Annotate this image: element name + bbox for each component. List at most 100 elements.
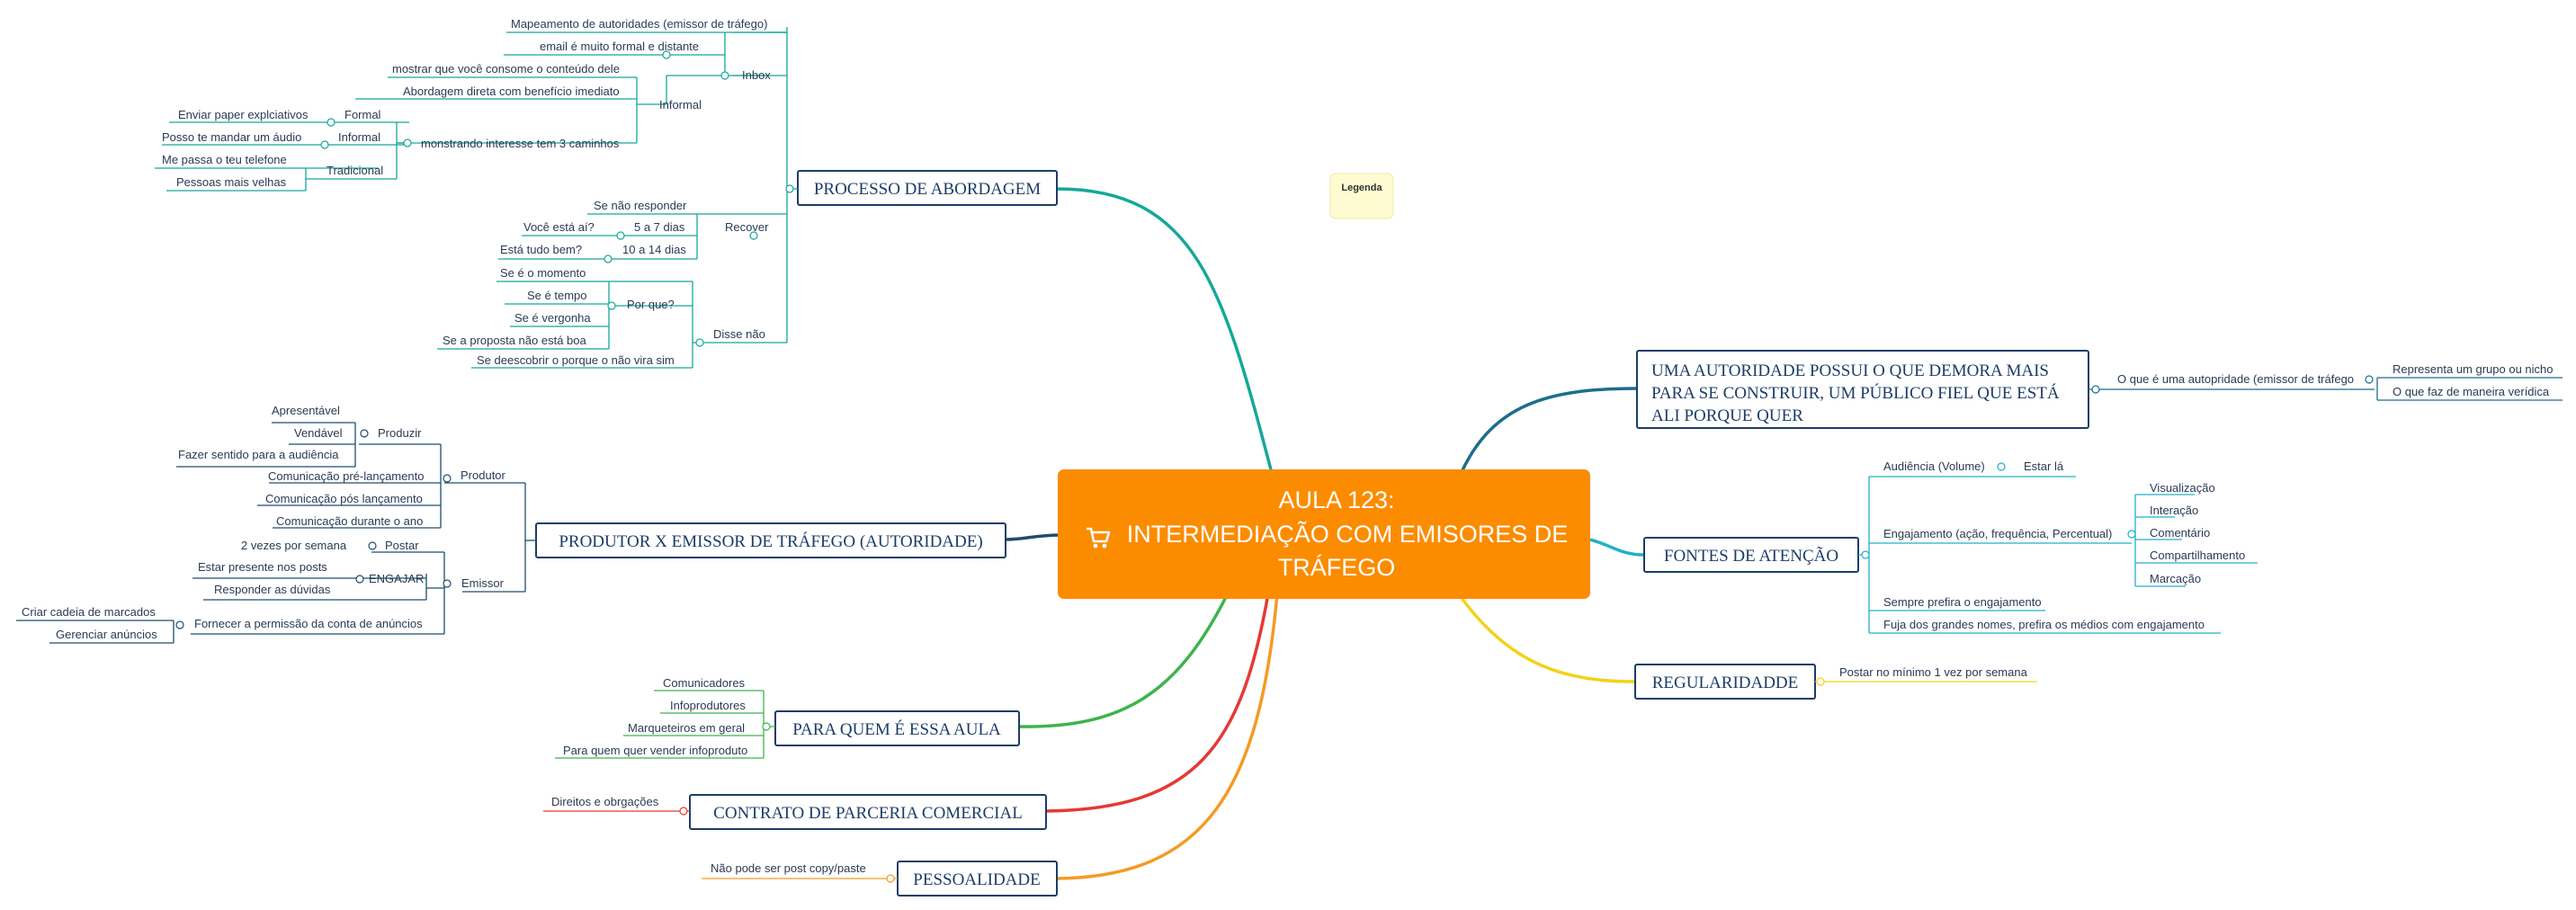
node-10-14-dias[interactable]: 10 a 14 dias <box>622 243 686 256</box>
node-durante-ano[interactable]: Comunicação durante o ano <box>276 514 423 528</box>
node-informal[interactable]: Informal <box>659 98 702 112</box>
collapse-toggle[interactable] <box>679 807 688 816</box>
node-pre-lancamento[interactable]: Comunicação pré-lançamento <box>268 469 424 483</box>
topic-pessoalidade[interactable]: PESSOALIDADE <box>897 861 1058 897</box>
node-5-7-dias[interactable]: 5 a 7 dias <box>634 220 685 234</box>
node-disse-nao[interactable]: Disse não <box>713 327 765 341</box>
node-interacao[interactable]: Interação <box>2150 504 2198 517</box>
node-postar[interactable]: Postar <box>385 539 419 552</box>
collapse-toggle[interactable] <box>2127 530 2136 539</box>
collapse-toggle[interactable] <box>1861 550 1870 559</box>
node-marqueteiros[interactable]: Marqueteiros em geral <box>628 721 745 735</box>
node-apresentavel[interactable]: Apresentável <box>272 404 340 417</box>
collapse-toggle[interactable] <box>326 118 335 127</box>
node-comentario[interactable]: Comentário <box>2150 526 2210 540</box>
node-infoprodutores[interactable]: Infoprodutores <box>670 699 746 712</box>
node-inbox[interactable]: Inbox <box>742 68 771 82</box>
node-nao-responder[interactable]: Se não responder <box>594 199 687 212</box>
collapse-toggle[interactable] <box>662 50 671 59</box>
node-tudo-bem[interactable]: Está tudo bem? <box>500 243 582 256</box>
collapse-toggle[interactable] <box>604 254 613 263</box>
collapse-toggle[interactable] <box>403 138 412 147</box>
node-marcacao[interactable]: Marcação <box>2150 572 2201 585</box>
collapse-toggle[interactable] <box>607 301 616 310</box>
collapse-toggle[interactable] <box>175 620 184 629</box>
topic-regularidade[interactable]: REGULARIDADDE <box>1634 664 1816 700</box>
collapse-toggle[interactable] <box>886 874 895 883</box>
topic-para-quem[interactable]: PARA QUEM É ESSA AULA <box>774 710 1020 746</box>
node-emissor[interactable]: Emissor <box>461 576 505 590</box>
node-gerenciar[interactable]: Gerenciar anúncios <box>56 628 157 641</box>
node-audio[interactable]: Posso te mandar um áudio <box>162 130 301 144</box>
node-formal[interactable]: Formal <box>344 108 381 121</box>
topic-fontes-atencao[interactable]: FONTES DE ATENÇÃO <box>1643 537 1859 573</box>
node-descobrir[interactable]: Se deescobrir o porque o não vira sim <box>477 353 675 367</box>
collapse-toggle[interactable] <box>616 231 625 240</box>
node-momento[interactable]: Se é o momento <box>500 266 586 280</box>
node-por-que[interactable]: Por que? <box>627 298 675 311</box>
node-comunicadores[interactable]: Comunicadores <box>663 676 746 690</box>
node-compartilhamento[interactable]: Compartilhamento <box>2150 549 2245 562</box>
topic-contrato[interactable]: CONTRATO DE PARCERIA COMERCIAL <box>689 794 1047 830</box>
collapse-toggle[interactable] <box>368 541 377 550</box>
node-mostrar[interactable]: mostrar que você consome o conteúdo dele <box>392 62 620 76</box>
node-presente-posts[interactable]: Estar presente nos posts <box>198 560 327 574</box>
collapse-toggle[interactable] <box>1997 462 2006 471</box>
node-vender-infoproduto[interactable]: Para quem quer vender infoproduto <box>563 744 747 757</box>
node-recover[interactable]: Recover <box>725 220 769 234</box>
node-interesse[interactable]: monstrando interesse tem 3 caminhos <box>421 137 620 150</box>
topic-produtor-emissor[interactable]: PRODUTOR X EMISSOR DE TRÁFEGO (AUTORIDAD… <box>535 522 1006 558</box>
node-tempo[interactable]: Se é tempo <box>527 289 587 302</box>
node-esta-ai[interactable]: Você está aí? <box>523 220 595 234</box>
collapse-toggle[interactable] <box>749 231 758 240</box>
collapse-toggle[interactable] <box>360 429 369 438</box>
node-mapeamento[interactable]: Mapeamento de autoridades (emissor de tr… <box>511 17 767 31</box>
node-tradicional[interactable]: Tradicional <box>326 164 383 177</box>
node-copy-paste[interactable]: Não pode ser post copy/paste <box>711 861 866 875</box>
node-sentido[interactable]: Fazer sentido para a audiência <box>178 448 339 461</box>
node-2-vezes[interactable]: 2 vezes por semana <box>241 539 347 552</box>
node-produtor[interactable]: Produtor <box>461 468 506 482</box>
node-veridica[interactable]: O que faz de maneira verídica <box>2393 385 2550 398</box>
node-vendavel[interactable]: Vendável <box>294 426 343 440</box>
collapse-toggle[interactable] <box>762 722 771 731</box>
node-grupo-nicho[interactable]: Representa um grupo ou nicho <box>2393 362 2554 376</box>
collapse-toggle[interactable] <box>2091 385 2100 394</box>
node-velhas[interactable]: Pessoas mais velhas <box>176 175 287 189</box>
collapse-toggle[interactable] <box>2365 375 2374 384</box>
collapse-toggle[interactable] <box>320 140 329 149</box>
node-estar-la[interactable]: Estar lá <box>2024 459 2064 473</box>
node-direta[interactable]: Abordagem direta com benefício imediato <box>403 85 620 98</box>
node-responder-duvidas[interactable]: Responder as dúvidas <box>214 583 331 596</box>
node-engajamento[interactable]: Engajamento (ação, frequência, Percentua… <box>1883 527 2112 540</box>
node-enviar[interactable]: Enviar paper explciativos <box>178 108 309 121</box>
central-topic[interactable]: AULA 123: INTERMEDIAÇÃO COM EMISORES DE … <box>1058 469 1590 599</box>
node-telefone[interactable]: Me passa o teu telefone <box>162 153 287 166</box>
collapse-toggle[interactable] <box>1816 677 1825 686</box>
collapse-toggle[interactable] <box>785 184 794 193</box>
node-o-que-e-autoridade[interactable]: O que é uma autopridade (emissor de tráf… <box>2117 372 2354 386</box>
legend-box[interactable]: Legenda <box>1329 173 1394 219</box>
collapse-toggle[interactable] <box>695 338 704 347</box>
collapse-toggle[interactable] <box>720 71 729 80</box>
node-pos-lancamento[interactable]: Comunicação pós lançamento <box>265 492 423 505</box>
collapse-toggle[interactable] <box>443 579 452 588</box>
node-produzir[interactable]: Produzir <box>378 426 422 440</box>
node-postar-minimo[interactable]: Postar no mínimo 1 vez por semana <box>1839 665 2028 679</box>
topic-autoridade[interactable]: UMA AUTORIDADE POSSUI O QUE DEMORA MAIS … <box>1636 350 2089 429</box>
node-audiencia[interactable]: Audiência (Volume) <box>1883 459 1985 473</box>
node-permissao[interactable]: Fornecer a permissão da conta de anúncio… <box>194 617 423 630</box>
topic-processo-abordagem[interactable]: PROCESSO DE ABORDAGEM <box>797 170 1058 206</box>
collapse-toggle[interactable] <box>355 575 364 584</box>
node-proposta[interactable]: Se a proposta não está boa <box>443 334 587 347</box>
node-informal-2[interactable]: Informal <box>338 130 380 144</box>
node-vergonha[interactable]: Se é vergonha <box>514 311 591 325</box>
node-direitos[interactable]: Direitos e obrgações <box>551 795 659 808</box>
node-formal-distante[interactable]: email é muito formal e distante <box>540 40 699 53</box>
node-engajar[interactable]: ENGAJAR <box>369 572 424 585</box>
node-visualizacao[interactable]: Visualização <box>2150 481 2215 495</box>
node-sempre-engajamento[interactable]: Sempre prefira o engajamento <box>1883 595 2042 609</box>
collapse-toggle[interactable] <box>443 474 452 483</box>
node-fuja-grandes[interactable]: Fuja dos grandes nomes, prefira os médio… <box>1883 618 2205 631</box>
node-cadeia[interactable]: Criar cadeia de marcados <box>22 605 156 619</box>
